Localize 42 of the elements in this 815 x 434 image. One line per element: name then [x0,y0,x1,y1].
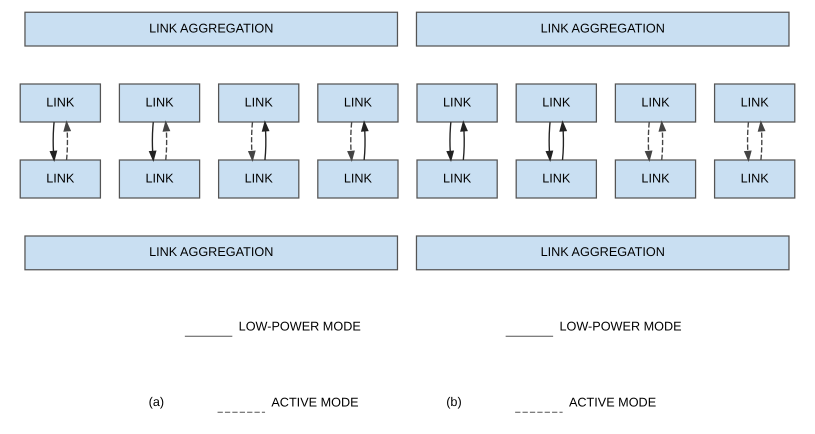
label: (b) [446,394,462,409]
arrow [360,120,369,160]
arrow [744,122,752,162]
node-box: LINK [218,159,300,199]
node-box: LINK [20,83,102,123]
node-box: LINK [714,159,796,199]
node-box: LINK [317,159,399,199]
node-box: LINK [516,83,598,123]
node-box: LINK [416,159,498,199]
node-box: LINK [516,159,598,199]
node-box: LINK [118,159,200,199]
node-box: LINK [714,83,796,123]
arrow [446,122,454,162]
arrow [162,120,170,160]
arrow [559,120,568,160]
legend-label: ACTIVE MODE [568,396,656,410]
node-box: LINK AGGREGATION [24,12,398,47]
arrow [758,120,766,160]
arrow [148,122,157,162]
legend-label: LOW-POWER MODE [559,320,682,334]
arrow [50,122,58,162]
node-box: LINK [118,83,200,123]
node-box: LINK [614,83,696,123]
legend-label: ACTIVE MODE [271,396,359,410]
node-box: LINK [614,159,696,199]
arrow [644,122,652,162]
arrow [658,120,666,160]
label: (a) [148,394,164,409]
node-box: LINK [218,83,300,123]
arrow [545,122,554,162]
node-box: LINK AGGREGATION [24,235,398,270]
node-box: LINK [416,83,498,123]
arrow [347,122,355,162]
node-box: LINK [20,159,102,199]
arrow [262,120,270,160]
node-box: LINK AGGREGATION [416,235,790,270]
arrow [460,120,468,160]
node-box: LINK AGGREGATION [416,12,790,47]
node-box: LINK [317,83,399,123]
arrow [63,120,72,160]
arrow [248,122,256,162]
legend-label: LOW-POWER MODE [238,320,361,334]
